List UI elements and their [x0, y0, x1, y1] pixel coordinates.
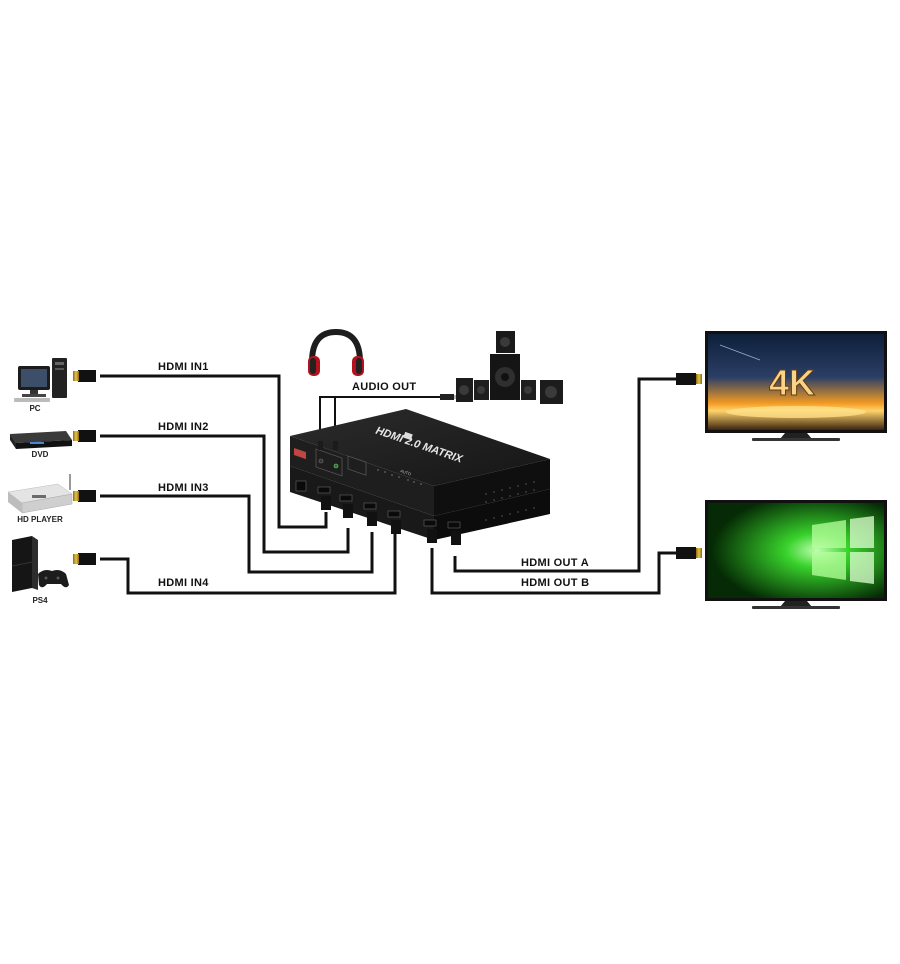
- brand-logo-icon: [403, 431, 413, 441]
- tv-green: [705, 500, 887, 609]
- hdmi-plug-in2: [73, 430, 96, 442]
- dvd-player-icon: [10, 431, 72, 449]
- hdmi-plug-out-a-tv: [676, 373, 702, 385]
- source-label-ps4: PS4: [32, 596, 48, 605]
- label-hdmi-in4: HDMI IN4: [158, 577, 209, 589]
- label-hdmi-in1: HDMI IN1: [158, 361, 209, 373]
- speaker-system-icon: [456, 331, 563, 404]
- label-hdmi-out-a: HDMI OUT A: [521, 557, 589, 569]
- cable-in4: [100, 534, 397, 595]
- label-audio-out: AUDIO OUT: [352, 381, 416, 393]
- tv-4k: 4K: [705, 331, 887, 441]
- hdmi-plug-in1: [73, 370, 96, 382]
- cable-in1: [100, 374, 328, 529]
- headphones-icon: [308, 328, 364, 376]
- hdmi-plug-out-b-tv: [676, 547, 702, 559]
- label-hdmi-in2: HDMI IN2: [158, 421, 209, 433]
- windows-logo-icon: [812, 516, 874, 584]
- cable-out-a: [453, 377, 678, 573]
- ps4-console-icon: [11, 536, 38, 592]
- hd-player-icon: [7, 474, 73, 514]
- source-label-hd-player: HD PLAYER: [17, 515, 63, 524]
- cable-out-b: [430, 548, 678, 595]
- source-label-dvd: DVD: [32, 450, 49, 459]
- gamepad-icon: [38, 570, 69, 588]
- svg-text:AUTO: AUTO: [400, 468, 412, 476]
- pc-icon: [14, 358, 67, 402]
- tv-4k-screen-text: 4K: [769, 362, 815, 403]
- label-hdmi-in3: HDMI IN3: [158, 482, 209, 494]
- source-label-pc: PC: [29, 404, 40, 413]
- cable-in2: [100, 434, 350, 554]
- hdmi-plug-in3: [73, 490, 96, 502]
- label-hdmi-out-b: HDMI OUT B: [521, 577, 589, 589]
- hdmi-plug-in4: [73, 553, 96, 565]
- hdmi-matrix-switch: AUTO HDMI 2.0 MATRIX: [290, 409, 550, 545]
- cable-in3: [100, 494, 374, 574]
